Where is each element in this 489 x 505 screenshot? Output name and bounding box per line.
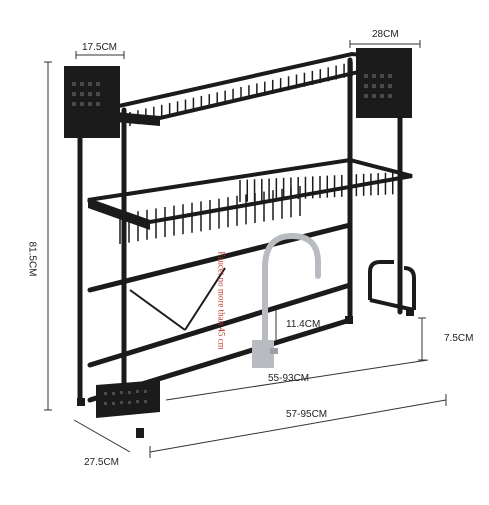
feet (77, 308, 414, 438)
rack-frame (77, 57, 403, 403)
board-holder (368, 260, 416, 312)
faucet-note: Faucet no more than 45 cm (216, 251, 227, 350)
middle-shelf (87, 157, 413, 244)
back-brace (129, 267, 226, 331)
faucet-clearance-label: 11.4CM (286, 319, 321, 330)
top-width-label: 28CM (372, 29, 399, 40)
side-depth-label: 17.5CM (82, 42, 118, 53)
base-depth-label: 27.5CM (84, 457, 120, 468)
inner-width-label: 55-93CM (268, 373, 310, 384)
utensil-box (96, 380, 160, 418)
top-shelf (64, 48, 412, 138)
outer-width-label: 57-95CM (286, 409, 328, 420)
faucet (252, 232, 321, 368)
dimension-lines (44, 40, 447, 458)
total-height-label: 81.5CM (26, 241, 38, 277)
bottom-clearance-label: 7.5CM (444, 333, 474, 344)
